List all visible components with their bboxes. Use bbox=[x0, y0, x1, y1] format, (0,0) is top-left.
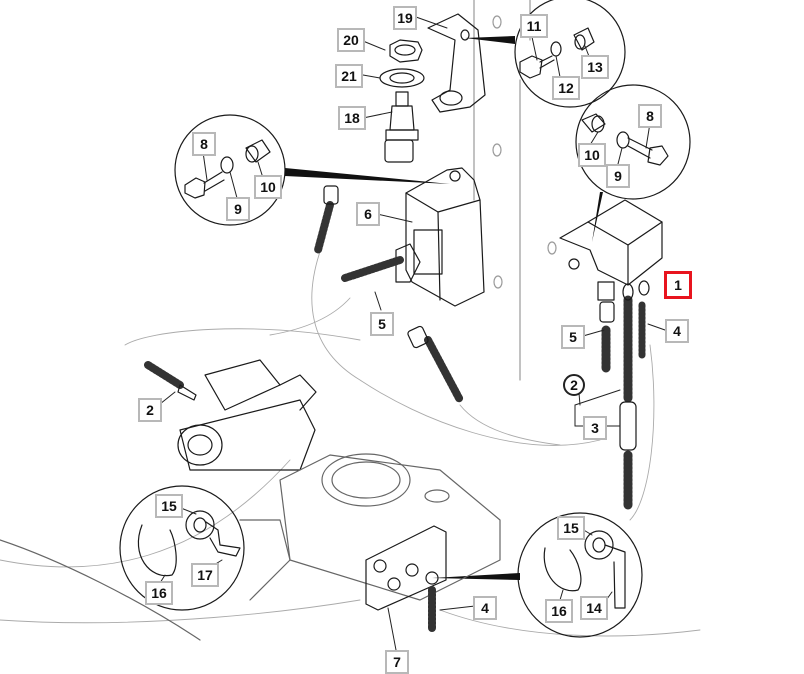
ecu-module-6 bbox=[395, 167, 485, 307]
callout-5-ecu: 5 bbox=[370, 312, 394, 336]
sensor-18-assembly bbox=[379, 39, 425, 163]
callout-8-left: 8 bbox=[192, 132, 216, 156]
clip-detail-right bbox=[543, 530, 626, 609]
frame-rails bbox=[473, 0, 557, 381]
callout-10-right: 10 bbox=[578, 143, 606, 167]
callout-16-right: 16 bbox=[545, 599, 573, 623]
callout-2-starter: 2 bbox=[138, 398, 162, 422]
callout-3: 3 bbox=[583, 416, 607, 440]
corrugated-harness bbox=[144, 185, 464, 404]
callout-11: 11 bbox=[520, 14, 548, 38]
detail-8-9-10-left bbox=[184, 139, 271, 199]
engine-block bbox=[0, 453, 501, 641]
callout-2-circle: 2 bbox=[563, 374, 585, 396]
callout-9-right: 9 bbox=[606, 164, 630, 188]
callout-15-right: 15 bbox=[557, 516, 585, 540]
callout-9-left: 9 bbox=[226, 197, 250, 221]
starter-motor bbox=[177, 359, 317, 471]
callout-13: 13 bbox=[581, 55, 609, 79]
callout-8-right: 8 bbox=[638, 104, 662, 128]
callout-14: 14 bbox=[580, 596, 608, 620]
callout-17: 17 bbox=[191, 563, 219, 587]
callout-4-relay: 4 bbox=[665, 319, 689, 343]
callout-10-left: 10 bbox=[254, 175, 282, 199]
callout-18: 18 bbox=[338, 106, 366, 130]
callout-21: 21 bbox=[335, 64, 363, 88]
bracket-19 bbox=[427, 13, 486, 113]
ground-plate-7 bbox=[365, 525, 447, 634]
callout-19: 19 bbox=[393, 6, 417, 30]
clip-detail-left bbox=[137, 510, 241, 577]
callout-leaders bbox=[159, 16, 666, 651]
callout-20: 20 bbox=[337, 28, 365, 52]
callout-4-plate: 4 bbox=[473, 596, 497, 620]
callout-6: 6 bbox=[356, 202, 380, 226]
relay-1 bbox=[559, 199, 663, 510]
harness-routes bbox=[0, 237, 701, 637]
detail-pointers bbox=[285, 36, 603, 580]
callout-16-left: 16 bbox=[145, 581, 173, 605]
callout-12: 12 bbox=[552, 76, 580, 100]
callout-5-relay: 5 bbox=[561, 325, 585, 349]
callout-15-left: 15 bbox=[155, 494, 183, 518]
callout-1-highlighted[interactable]: 1 bbox=[664, 271, 692, 299]
callout-7: 7 bbox=[385, 650, 409, 674]
